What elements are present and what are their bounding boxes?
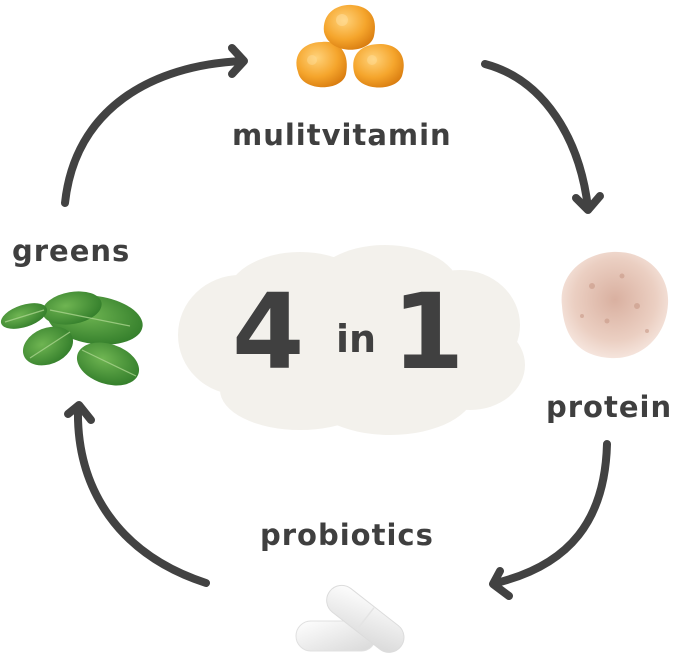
label-protein: protein bbox=[546, 390, 673, 424]
center-cloud bbox=[178, 245, 525, 435]
title-number-left: 4 bbox=[232, 271, 305, 393]
arrow-probiotics-to-greens bbox=[73, 404, 210, 587]
label-multivitamin: mulitvitamin bbox=[232, 118, 452, 152]
protein-powder-icon bbox=[561, 251, 669, 359]
title-word-in: in bbox=[336, 317, 377, 361]
arrow-protein-to-probiotics bbox=[492, 440, 611, 587]
label-probiotics: probiotics bbox=[260, 518, 434, 552]
spinach-leaves-icon bbox=[0, 291, 143, 386]
arrow-multivitamin-to-protein bbox=[481, 60, 592, 212]
arrow-greens-to-multivitamin bbox=[61, 57, 247, 207]
label-greens: greens bbox=[12, 234, 131, 268]
white-capsules-icon bbox=[295, 584, 405, 653]
title-number-right: 1 bbox=[392, 271, 465, 393]
orange-gummies-icon bbox=[296, 4, 404, 88]
